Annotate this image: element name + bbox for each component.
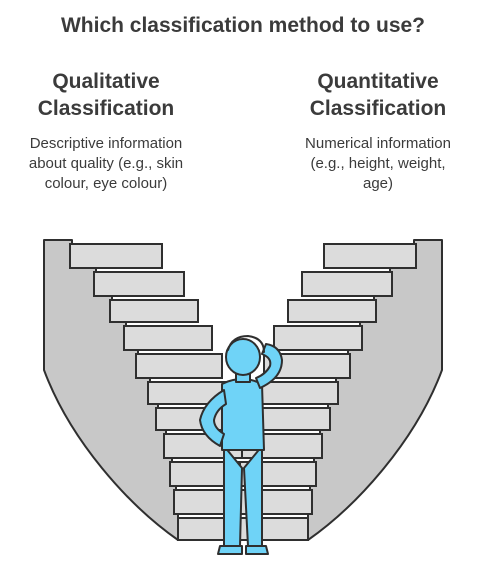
quantitative-description: Numerical information (e.g., height, wei… — [305, 135, 451, 192]
thinking-person-figure — [199, 335, 283, 555]
qualitative-heading: Qualitative Classification — [37, 70, 175, 120]
qualitative-description: Descriptive information about quality (e… — [28, 135, 184, 192]
right-staircase — [239, 239, 443, 541]
diagram-title: Which classification method to use? — [60, 14, 426, 37]
quantitative-option: Quantitative Classification Numerical in… — [280, 68, 476, 194]
qualitative-option: Qualitative Classification Descriptive i… — [8, 68, 204, 194]
left-staircase — [43, 239, 247, 541]
quantitative-heading: Quantitative Classification — [309, 70, 447, 120]
